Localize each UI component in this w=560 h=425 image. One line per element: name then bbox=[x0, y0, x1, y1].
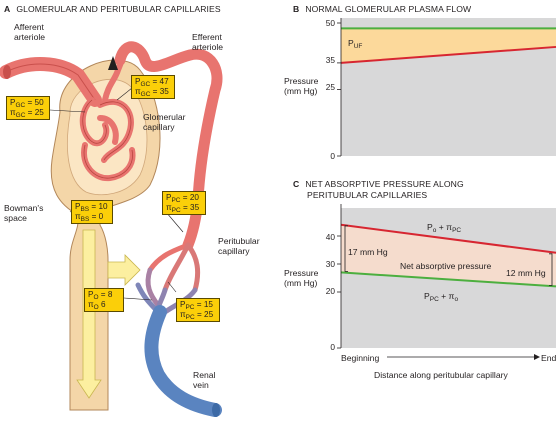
panel-c-ytick: 0 bbox=[330, 342, 335, 352]
filtrate-arrow bbox=[76, 229, 102, 399]
panel-c-ytick: 40 bbox=[325, 232, 335, 242]
tag-gc-afferent: PGC = 50 πGC = 25 bbox=[6, 96, 50, 120]
annotation-17: 17 mm Hg bbox=[348, 247, 388, 257]
net-pressure-region bbox=[341, 224, 556, 287]
bracket-right bbox=[549, 253, 553, 286]
panel-b-ytick: 50 bbox=[325, 18, 335, 28]
panel-c-xlabel: Distance along peritubular capillary bbox=[374, 370, 508, 380]
reabsorption-arrow bbox=[107, 254, 141, 286]
tag-gc-efferent: PGC = 47 πGC = 35 bbox=[131, 75, 175, 99]
annotation-12: 12 mm Hg bbox=[506, 268, 546, 278]
x-end-label: End bbox=[541, 353, 557, 363]
series-line-top bbox=[340, 223, 557, 254]
renal-vein bbox=[144, 305, 222, 417]
tag-pc-start: PPC = 20 πPC = 35 bbox=[162, 191, 206, 215]
panel-c-ylabel: Pressure(mm Hg) bbox=[284, 268, 319, 288]
panel-b-ylabel: Pressure(mm Hg) bbox=[284, 76, 319, 96]
tag-interstitial: PO = 8 πO 6 bbox=[84, 288, 124, 312]
puf-label: PUF bbox=[348, 38, 363, 50]
series-label-top: Po + πPC bbox=[427, 222, 462, 234]
panel-b-ytick: 25 bbox=[325, 82, 335, 92]
puf-region bbox=[341, 28, 556, 63]
series-line-bottom bbox=[340, 45, 557, 64]
annotation-net: Net absorptive pressure bbox=[400, 261, 492, 271]
panel-c-ytick: 20 bbox=[325, 286, 335, 296]
series-label-bottom: PPC + πo bbox=[424, 291, 459, 303]
panel-b-ytick: 0 bbox=[330, 151, 335, 161]
tag-bowman-space: PBS = 10 πBS = 0 bbox=[71, 200, 113, 224]
bracket-left bbox=[344, 225, 348, 272]
x-start-label: Beginning bbox=[341, 353, 380, 363]
series-line-bottom bbox=[340, 271, 557, 288]
panel-c-ytick: 30 bbox=[325, 259, 335, 269]
tag-pc-end: PPC = 15 πPC = 25 bbox=[176, 298, 220, 322]
panel-b-ytick: 35 bbox=[325, 55, 335, 65]
